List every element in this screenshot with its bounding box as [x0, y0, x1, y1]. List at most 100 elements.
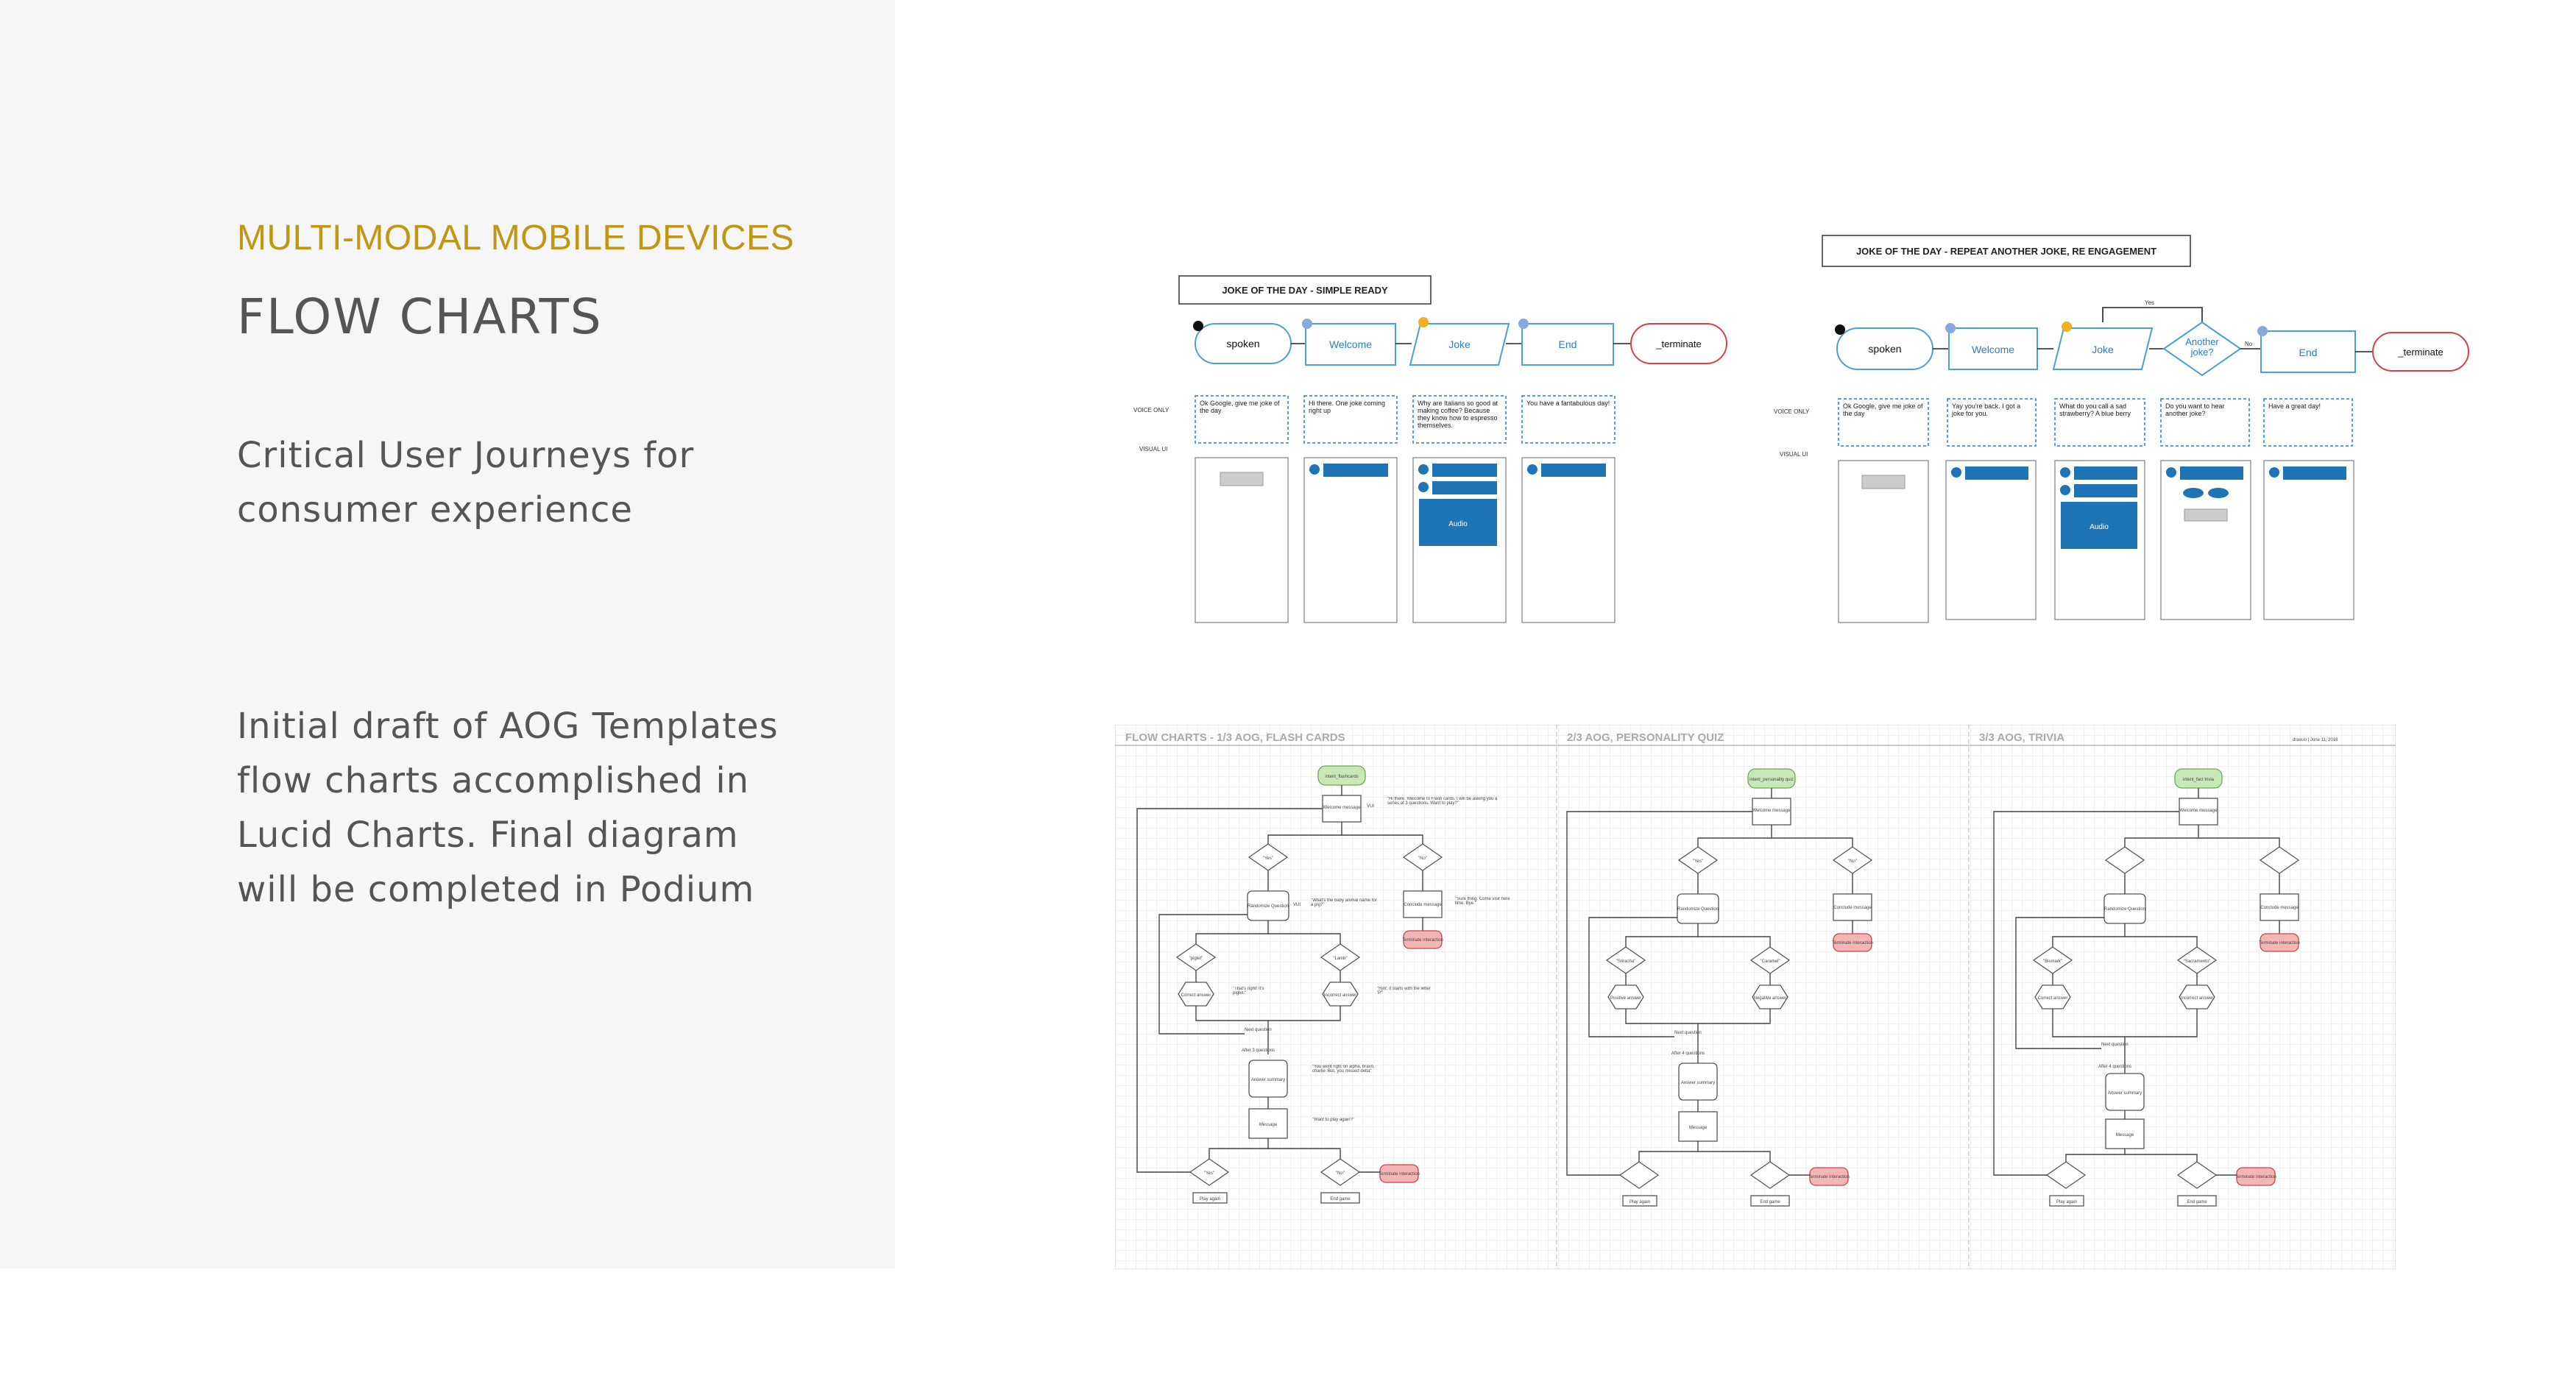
trivia-flow: intent_fact trivia Welcome message Rando… — [1993, 768, 2300, 1207]
vui-label: VUI — [1367, 804, 1374, 809]
voice-box-4 — [2160, 398, 2250, 447]
terminate-node-2 — [2236, 1167, 2276, 1186]
loop-connector — [1588, 917, 1677, 1037]
vui-prompt-incorrect: "Hint: it starts with the letter 'P'" — [1377, 987, 1431, 996]
connector — [2125, 936, 2198, 947]
assistant-avatar — [1418, 482, 1429, 492]
summary-node-label: Answer summary — [2108, 1091, 2142, 1096]
chat-bubble — [2180, 466, 2243, 480]
assistant-avatar — [1418, 464, 1429, 475]
loop-yes-label: Yes — [2145, 299, 2154, 306]
replay-no — [1749, 1161, 1791, 1189]
aog-templates-diagram: FLOW CHARTS - 1/3 AOG, FLASH CARDS 2/3 A… — [1115, 725, 2396, 1269]
next-question-label: Next question — [1245, 1028, 1272, 1032]
incorrect-node — [2179, 984, 2215, 1010]
terminate-node-label: Terminate interaction — [2259, 941, 2300, 945]
connector — [1209, 1138, 1269, 1159]
summary-node-label: Answer summary — [1251, 1078, 1285, 1082]
assistant-avatar — [2166, 467, 2176, 478]
terminate-node-label: Terminate interaction — [1832, 941, 1873, 945]
correct-node — [2034, 984, 2071, 1010]
voice-box-3 — [1412, 395, 1507, 444]
node-spoken-label: spoken — [1226, 338, 1259, 350]
section-title-personality-quiz: 2/3 AOG, PERSONALITY QUIZ — [1567, 731, 1724, 744]
answer-decision-2-label: "Caramel" — [1761, 959, 1780, 964]
node-spoken-label: spoken — [1868, 343, 1901, 355]
node-joke-label: Joke — [1448, 338, 1471, 350]
next-question-label: Next question — [2101, 1043, 2129, 1047]
replay-yes — [2045, 1161, 2087, 1189]
connector — [1772, 837, 1853, 847]
page-title: FLOW CHARTS — [237, 288, 603, 345]
row-label-voice: VOICE ONLY — [1133, 407, 1170, 414]
terminate-node-2-label: Terminate interaction — [1808, 1175, 1850, 1179]
diagram-meta: draw.io | June 11, 2018 — [2293, 738, 2338, 742]
chat-bubble — [2074, 466, 2137, 480]
play-again-node — [1192, 1192, 1228, 1204]
play-again-node — [1622, 1195, 1657, 1207]
play-again-label: Play again — [2056, 1200, 2077, 1204]
welcome-node-label: Welcome message — [1323, 806, 1362, 810]
simple-flow-diagram: JOKE OF THE DAY - SIMPLE READY spoken We… — [1133, 275, 1727, 623]
node-welcome-label: Welcome — [1329, 338, 1372, 350]
assistant-icon — [1945, 323, 1956, 333]
replay-yes — [1189, 1158, 1230, 1186]
audio-card — [2061, 502, 2137, 549]
end-game-label: End game — [1330, 1197, 1351, 1202]
conclude-node — [2260, 893, 2299, 921]
connector — [1698, 1151, 1771, 1162]
decision-yes-label: "Yes" — [1263, 856, 1273, 861]
voice-box-3 — [2054, 398, 2145, 447]
node-another-joke-label: Another joke? — [2185, 337, 2219, 358]
node-joke-label: Joke — [2092, 344, 2114, 355]
node-terminate — [1630, 323, 1727, 364]
vui-prompt-replay: "Want to play again?" — [1312, 1118, 1355, 1122]
incorrect-node-label: Incorrect answer — [2181, 996, 2213, 1001]
voice-text-5: Have a great day! — [2268, 402, 2321, 410]
voice-text-3: Why are Italians so good at making coffe… — [1418, 400, 1498, 429]
description-critical-journeys: Critical User Journeys for consumer expe… — [237, 435, 695, 531]
replay-no — [2176, 1161, 2218, 1189]
terminate-node-label: Terminate interaction — [1402, 938, 1443, 943]
voice-text-4: You have a fantabulous day! — [1526, 400, 1610, 407]
end-game-node — [1320, 1192, 1360, 1204]
after-questions-label: After 3 questions — [1242, 1048, 1275, 1053]
vui-prompt-welcome: "Hi there. Welcome to Flash cards. I wil… — [1387, 797, 1498, 806]
terminate-node-2 — [1379, 1164, 1419, 1183]
conclude-node-label: Conclude message — [2260, 906, 2299, 910]
chat-bubble — [1323, 464, 1388, 477]
chat-bubble — [1541, 464, 1606, 477]
correct-node-label: Correct answer — [1181, 993, 1211, 998]
next-question-label: Next question — [1674, 1031, 1702, 1035]
welcome-node-label: Welcome message — [1753, 809, 1791, 813]
loop-connector — [1158, 914, 1248, 1035]
row-label-voice: VOICE ONLY — [1774, 408, 1810, 415]
vui-prompt-question: "What's the baby animal name for a pig?" — [1311, 898, 1377, 907]
assistant-avatar — [1527, 464, 1538, 475]
node-end-label: End — [2299, 347, 2318, 358]
vui-prompt-correct: "That's right! It's piglet." — [1233, 987, 1264, 996]
message-node — [1678, 1111, 1718, 1142]
user-icon — [1193, 321, 1203, 331]
repeat-flow-diagram: JOKE OF THE DAY - REPEAT ANOTHER JOKE, R… — [1774, 235, 2469, 623]
message-node-label: Message — [1689, 1126, 1708, 1130]
connector — [1342, 834, 1423, 844]
decision-no-label: "No" — [1418, 856, 1427, 861]
row-label-visual: VISUAL UI — [1780, 451, 1808, 458]
answer-decision-2-label: "Lamb" — [1333, 957, 1347, 961]
end-game-label: End game — [2187, 1200, 2207, 1204]
voice-text-3: What do you call a sad strawberry? A blu… — [2059, 402, 2131, 417]
assistant-avatar — [2269, 467, 2279, 478]
question-node-label: Randomize Question — [1248, 904, 1289, 909]
positive-node-label: Positive answer — [1610, 996, 1641, 1001]
mic-placeholder — [1861, 475, 1906, 489]
node-welcome — [1948, 327, 2038, 370]
play-again-node — [2049, 1195, 2084, 1207]
mic-placeholder — [2184, 508, 2228, 522]
connector — [2124, 825, 2199, 847]
voice-box-4 — [1521, 395, 1616, 444]
voice-box-2 — [1947, 398, 2037, 447]
user-icon — [1835, 324, 1845, 335]
description-aog-draft: Initial draft of AOG Templates flow char… — [237, 706, 779, 910]
chat-bubble — [1432, 481, 1497, 494]
